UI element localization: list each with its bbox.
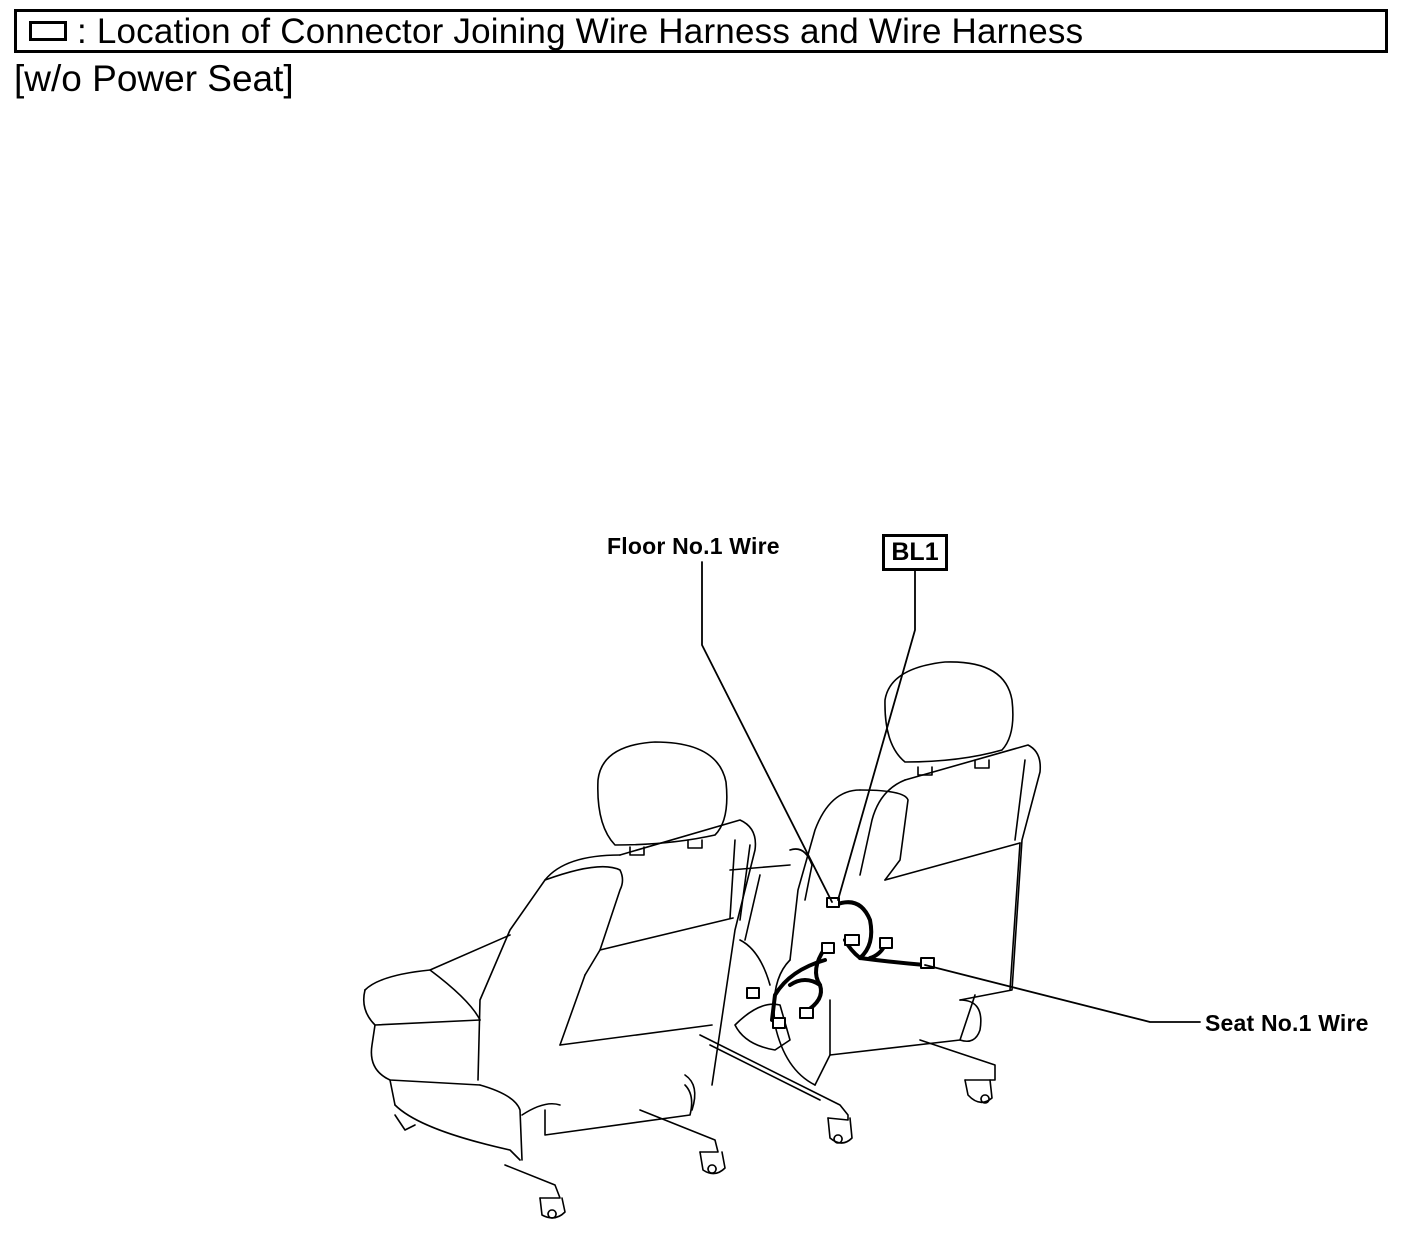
connector-callout-label: BL1	[891, 538, 939, 566]
seat-wire-label: Seat No.1 Wire	[1205, 1010, 1369, 1036]
connector-callout-bl1: BL1	[882, 534, 948, 571]
connector-legend-symbol	[29, 21, 67, 41]
legend-header-text: : Location of Connector Joining Wire Har…	[77, 11, 1084, 51]
connectors	[746, 897, 935, 1029]
connector-leader	[837, 570, 916, 901]
left-seat	[362, 741, 757, 1219]
floor-wire-label: Floor No.1 Wire	[607, 533, 780, 559]
right-seat	[699, 661, 1042, 1144]
seat-wire-leader	[924, 964, 1201, 1023]
leader-lines	[701, 561, 1201, 1023]
page-subtitle: [w/o Power Seat]	[14, 58, 294, 99]
legend-header: : Location of Connector Joining Wire Har…	[14, 9, 1388, 53]
floor-wire-leader	[701, 561, 833, 903]
